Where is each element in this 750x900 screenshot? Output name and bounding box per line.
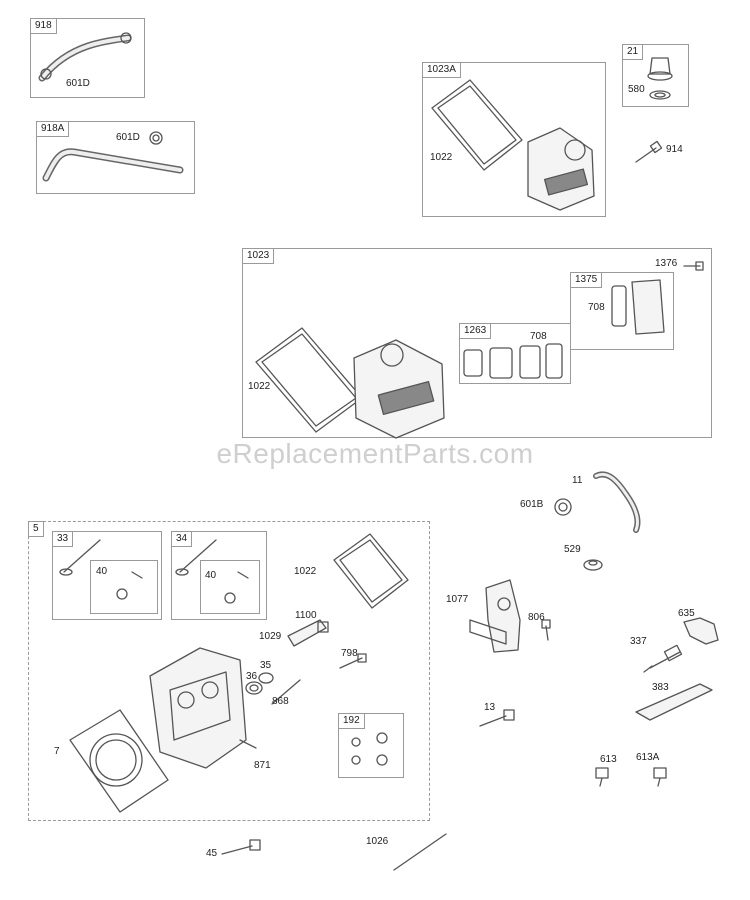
group-918a-box: 918A [36,121,195,194]
label-1376: 1376 [655,258,678,269]
clamp-601b-drawing [554,498,572,516]
group-918-tag: 918 [30,18,57,34]
label-1026: 1026 [366,836,389,847]
group-1023-box: 1023 [242,248,712,438]
group-1263-tag: 1263 [459,323,492,339]
rocker-arm-1029-drawing [287,619,329,647]
ground-wire-383-drawing [635,683,713,721]
label-1077: 1077 [446,594,469,605]
label-868: 868 [272,696,289,707]
label-337: 337 [630,636,647,647]
rod-1026-drawing [393,833,447,871]
label-1022-b: 1022 [248,381,271,392]
bolt-914-drawing [635,140,663,163]
watermark: eReplacementParts.com [216,438,534,469]
valve-parts-40-a-drawing [116,571,143,600]
group-34-box: 34 [171,531,267,620]
label-613: 613 [600,754,617,765]
group-1023-tag: 1023 [242,248,275,264]
head-gasket-7-drawing [69,709,169,813]
group-1023a-tag: 1023A [422,62,461,78]
label-871: 871 [254,760,271,771]
group-1023a-box: 1023A [422,62,606,217]
label-708-b: 708 [530,331,547,342]
grommet-529-drawing [583,559,603,571]
breather-1375-drawing [611,279,665,335]
valve-cover-1023a-drawing [527,127,595,211]
tube-11-drawing [593,471,641,533]
group-40-b-box [200,560,260,614]
label-45: 45 [206,848,218,859]
label-635: 635 [678,608,695,619]
group-21-box: 21 [622,44,689,107]
gasket-1022-a-drawing [431,79,523,171]
bracket-1077-drawing [469,579,521,653]
stud-798-drawing [339,653,367,669]
label-36: 36 [246,671,258,682]
label-35: 35 [260,660,272,671]
valve-parts-40-b-drawing [224,571,249,604]
group-918a-tag: 918A [36,121,70,137]
valve-33-drawing [59,539,101,576]
label-1022-a: 1022 [430,152,453,163]
label-708-a: 708 [588,302,605,313]
label-601b: 601B [520,499,544,510]
group-34-tag: 34 [171,531,193,547]
label-1029: 1029 [259,631,282,642]
valve-cover-1023-drawing [353,339,445,439]
screw-613a-drawing [653,767,667,787]
label-1022-c: 1022 [294,566,317,577]
group-918-box: 918 [30,18,145,98]
group-33-box: 33 [52,531,162,620]
label-601d-b: 601D [116,132,140,143]
label-13: 13 [484,702,496,713]
spark-plug-337-drawing [643,644,683,673]
valve-34-drawing [175,539,217,576]
group-21-tag: 21 [622,44,644,60]
group-5-tag: 5 [28,521,44,537]
breather-1263-drawing [463,343,563,379]
label-529: 529 [564,544,581,555]
group-1263-box: 1263 [459,323,571,384]
label-914: 914 [666,144,683,155]
gasket-1022-b-drawing [255,327,363,433]
label-806: 806 [528,612,545,623]
spark-plug-boot-635-drawing [683,617,719,645]
group-33-tag: 33 [52,531,74,547]
label-7: 7 [54,746,60,757]
bolt-45-drawing [221,839,261,855]
group-40-a-box [90,560,158,614]
spring-36-drawing [245,681,263,695]
group-192-tag: 192 [338,713,365,729]
push-rod-868-drawing [271,679,301,705]
label-613a: 613A [636,752,660,763]
gasket-1022-c-drawing [333,533,409,609]
retainer-35-drawing [258,672,274,684]
screw-1376-drawing [683,261,704,271]
group-192-box: 192 [338,713,404,778]
valve-seal-kit-192-drawing [351,732,388,766]
group-1375-box: 1375 [570,272,674,350]
label-1100: 1100 [295,610,317,621]
group-5-box: 5 [28,521,430,821]
group-1375-tag: 1375 [570,272,603,288]
screw-13-drawing [479,709,515,727]
cylinder-head-drawing [149,647,257,769]
label-798: 798 [341,648,358,659]
oil-fill-cap-drawing [647,57,673,100]
label-580: 580 [628,84,645,95]
breather-hose-918-drawing [38,32,132,82]
screw-806-drawing [541,619,551,641]
label-40-a: 40 [96,566,108,577]
label-11: 11 [572,475,583,486]
screw-613-drawing [595,767,609,787]
label-40-b: 40 [205,570,217,581]
breather-hose-918a-drawing [42,131,184,182]
label-383: 383 [652,682,669,693]
label-601d-a: 601D [66,78,90,89]
